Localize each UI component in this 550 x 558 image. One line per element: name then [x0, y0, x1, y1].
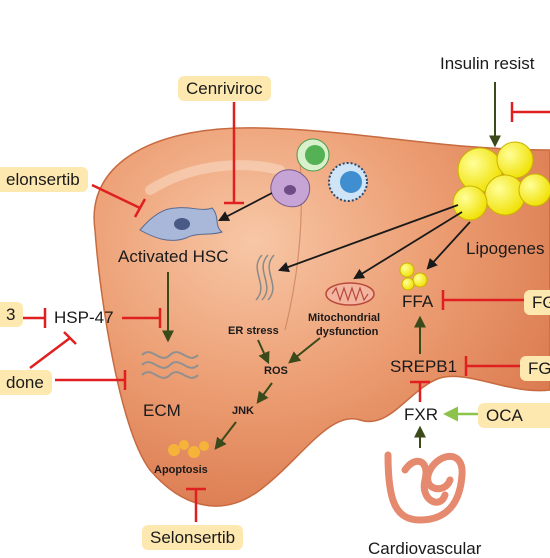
macrophage-cell — [270, 169, 311, 208]
drug-fg-mid: FG — [520, 356, 550, 381]
arrow-lipid-to-mito — [353, 211, 463, 280]
label-insulin-resistance: Insulin resist — [440, 54, 535, 73]
label-bottom-cut: Cardiovascular — [368, 539, 482, 558]
er-stress-icon — [255, 254, 275, 301]
ffa-droplets-icon — [399, 262, 428, 291]
ecm-fibers — [141, 351, 199, 379]
drug-selonsertib-top: elonsertib — [0, 167, 88, 192]
label-mito-line2: dysfunction — [316, 326, 379, 338]
label-activated-hsc: Activated HSC — [118, 247, 229, 266]
drug-left-done: done — [0, 370, 52, 395]
arrow-mito-to-ros — [288, 337, 321, 364]
activated-hsc-cell — [139, 207, 224, 241]
label-ecm: ECM — [143, 401, 181, 420]
arrow-cells-to-hsc — [218, 192, 273, 221]
intestine-icon — [384, 451, 466, 524]
apoptosis-icon — [168, 440, 209, 458]
label-lipogenesis: Lipogenes — [466, 239, 545, 258]
inhibit-done-hsp47 — [29, 337, 71, 369]
monocyte-cell — [328, 162, 368, 202]
lymphocyte-cell — [296, 138, 330, 172]
label-mito-line1: Mitochondrial — [308, 312, 381, 324]
label-er-stress: ER stress — [228, 325, 279, 337]
liver-highlight — [145, 160, 285, 195]
label-apoptosis: Apoptosis — [154, 464, 208, 476]
mitochondrion-icon — [325, 282, 375, 306]
label-hsp47: HSP-47 — [54, 308, 114, 327]
drug-oca: OCA — [478, 403, 550, 428]
label-ros: ROS — [264, 365, 288, 377]
arrow-ros-to-jnk — [256, 382, 273, 404]
label-fxr: FXR — [404, 405, 438, 424]
drug-fg-top: FG — [524, 290, 550, 315]
drug-selonsertib-bottom: Selonsertib — [142, 525, 244, 550]
inhibit-selonsertib-hsc — [91, 183, 141, 210]
arrow-jnk-to-apoptosis — [214, 421, 237, 450]
label-srepb1: SREPB1 — [390, 357, 458, 376]
drug-left-3: 3 — [0, 302, 24, 327]
arrow-lipid-to-er — [277, 204, 459, 273]
label-ffa: FFA — [402, 292, 434, 311]
arrow-er-to-ros — [257, 339, 270, 365]
label-jnk: JNK — [232, 405, 255, 417]
lipid-droplets-icon — [452, 141, 550, 221]
drug-cenriviroc: Cenriviroc — [178, 76, 271, 101]
arrow-lipid-to-ffa — [426, 221, 471, 270]
